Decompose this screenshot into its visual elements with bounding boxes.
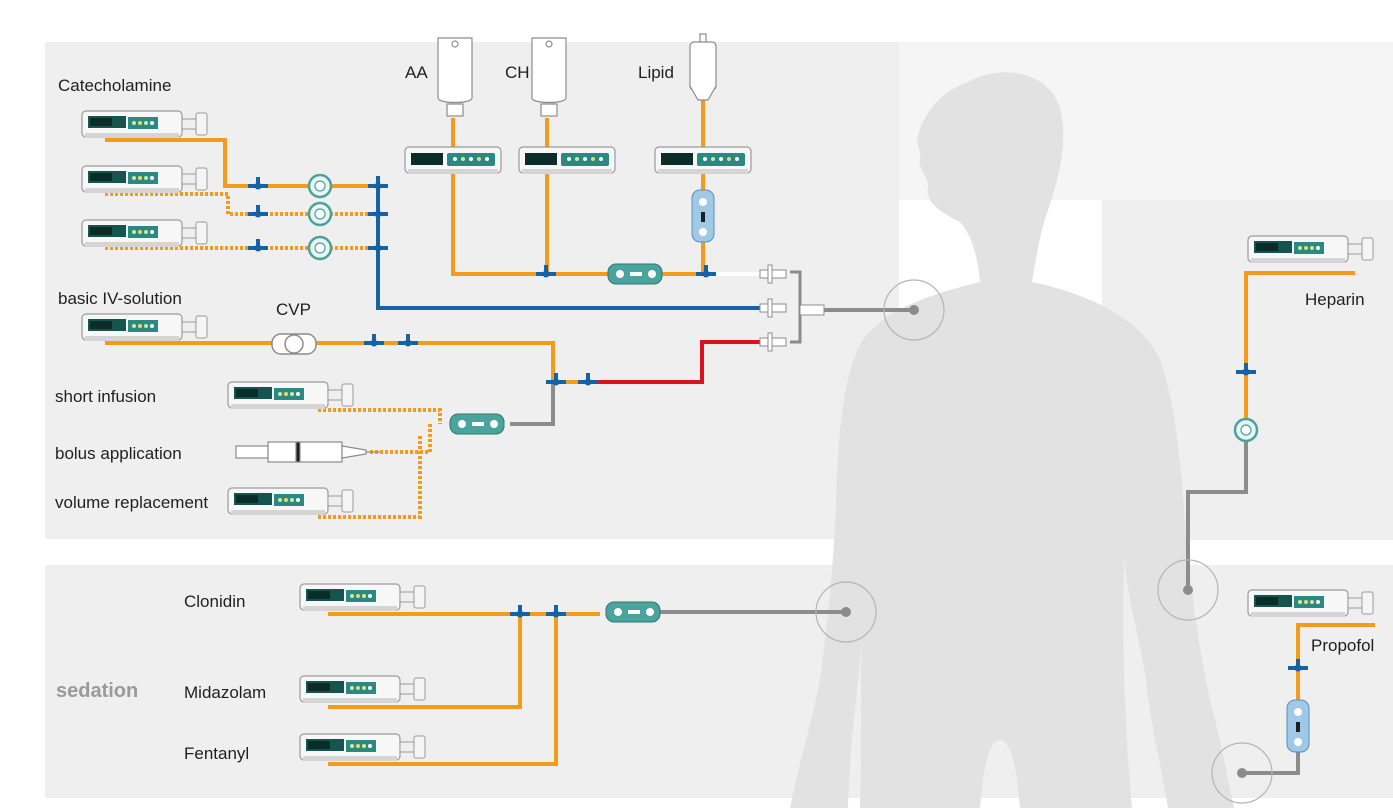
label-propofol: Propofol — [1311, 636, 1375, 655]
filter-sedation — [605, 601, 661, 623]
bolus-syringe-icon — [235, 441, 380, 463]
label-sedation: sedation — [56, 680, 139, 702]
filter-lipid — [691, 189, 715, 243]
patient-silhouette — [790, 72, 1234, 808]
label-fentanyl: Fentanyl — [184, 744, 250, 763]
vpump-lipid — [654, 146, 752, 175]
filter-propofol — [1286, 699, 1310, 753]
filter-parenteral — [607, 263, 663, 285]
vpump-ch — [518, 146, 616, 175]
label-ch: CH — [505, 63, 530, 82]
bag-ch-icon — [531, 37, 567, 117]
label-catecholamine: Catecholamine — [58, 76, 172, 95]
vpump-aa — [404, 146, 502, 175]
label-basic-iv: basic IV-solution — [58, 289, 182, 308]
label-aa: AA — [405, 63, 428, 82]
label-short-infusion: short infusion — [55, 387, 157, 406]
label-lipid: Lipid — [638, 63, 674, 82]
label-cvp: CVP — [276, 300, 311, 319]
bag-aa-icon — [437, 37, 473, 117]
label-midazolam: Midazolam — [184, 683, 267, 702]
cvp-transducer-icon — [271, 333, 317, 355]
access-sites — [815, 279, 1273, 804]
label-bolus-application: bolus application — [55, 444, 182, 463]
label-volume-replacement: volume replacement — [55, 493, 209, 512]
label-clonidin: Clonidin — [184, 592, 246, 611]
bottle-lipid-icon — [689, 33, 717, 101]
filter-short-infusion — [449, 413, 505, 435]
label-heparin: Heparin — [1305, 290, 1365, 309]
